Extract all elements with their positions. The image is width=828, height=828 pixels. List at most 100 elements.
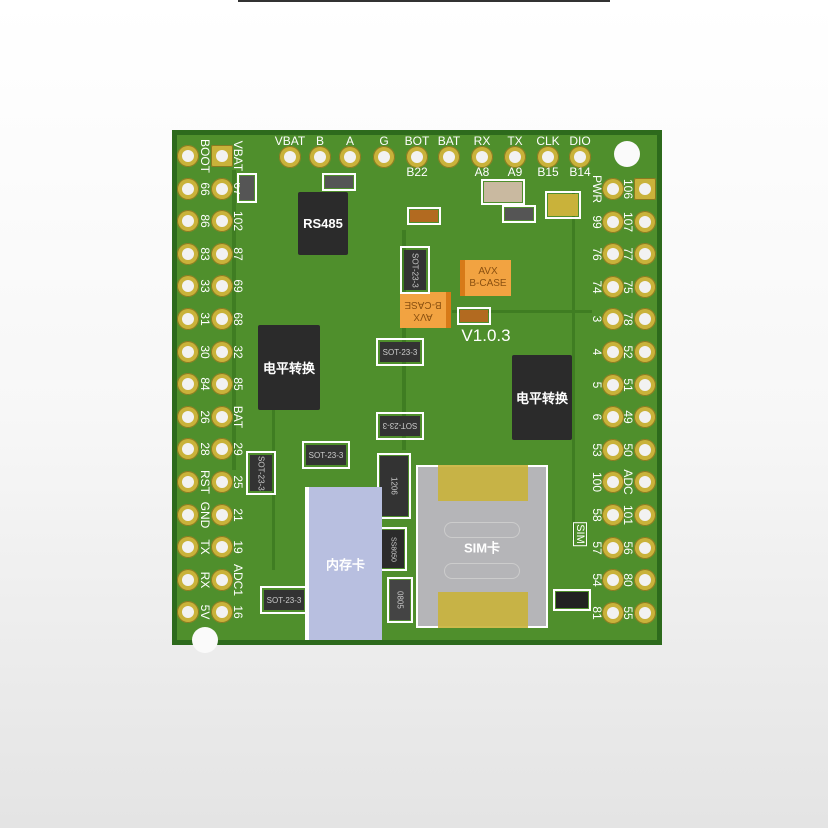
pin-pad [177,242,199,265]
pin-label: 33 [198,279,212,294]
pin-pad [211,405,233,428]
sot23-package: SOT-23-3 [376,338,424,366]
pin-pad [438,146,460,168]
sim-card-holder: SIM卡 [416,465,548,628]
pin-pad [211,177,233,200]
pin-pad [211,601,233,624]
pin-label: 31 [198,312,212,326]
pin-pad [634,275,656,298]
pin-pad [211,438,233,461]
pin-label: TX [507,134,523,148]
resistor-1206: 1206 [377,453,411,519]
pin-pad [634,373,656,396]
level-shifter-left-chip: 电平转换 [258,325,320,410]
pin-label: 85 [231,377,245,391]
pin-pad [177,210,199,233]
pin-label: 50 [621,443,635,457]
sot23-package: SOT-23-3 [400,246,430,294]
pin-pad [177,405,199,428]
pin-pad [177,503,199,526]
rs485-chip: RS485 [298,192,348,255]
pin-pad [211,308,233,330]
pin-label: BAT [231,405,245,429]
pin-pad [373,146,395,168]
pin-label: 78 [621,312,635,327]
pin-pad [406,146,428,168]
pin-pad [602,471,624,494]
pin-label: 53 [590,443,604,457]
pin-label: 29 [231,442,245,457]
pin-pad [602,308,624,331]
pin-label: 19 [231,540,245,554]
pin-sublabel: B15 [537,165,559,179]
pin-label: 51 [621,377,635,392]
resistor [237,173,257,203]
pin-label: VBAT [274,134,306,148]
pin-label: RST [198,470,212,494]
pin-label: 58 [590,508,604,522]
pin-pad [602,601,624,624]
pin-pad [177,373,199,396]
pin-label: RX [473,134,491,148]
pin-pad [602,373,624,396]
pin-sublabel: A8 [474,165,490,179]
pin-label: BOOT [198,138,212,174]
pin-pad [211,536,233,559]
pin-sublabel: B22 [406,165,428,179]
pin-pad [211,275,233,298]
cap-label: B-CASE [469,278,507,289]
pin-label: 55 [621,606,635,620]
pin-pad [602,406,624,429]
pin-pad [602,341,624,363]
pin-label: PWR [590,175,604,203]
pin-label: 101 [621,504,635,526]
pin-label: 25 [231,475,245,489]
cap-label: B-CASE [404,299,442,310]
pin-pad [634,569,656,592]
sot23-package: SOT-23-3 [376,412,424,440]
resistor [322,173,356,191]
sim-card-label: SIM卡 [463,540,501,555]
pin-label: 16 [231,605,245,620]
pin-label: 5V [198,605,212,620]
top-divider-line [238,0,610,2]
level-shifter-left-label: 电平转换 [262,361,315,376]
pin-label: 57 [590,540,604,555]
pin-pad [177,177,199,200]
pin-pad [602,210,624,233]
capacitor [407,207,441,225]
mounting-hole [614,141,640,167]
pin-label: 81 [590,606,604,620]
pin-label: DIO [569,134,591,148]
pin-pad [177,601,199,624]
diode: SS8050 [379,527,407,571]
pin-pad [634,504,656,526]
pin-pad [177,471,199,493]
pin-label: 77 [621,247,635,261]
pin-pad [339,146,361,168]
pin-label: VBAT [231,140,245,172]
resistor-0805: 0805 [387,577,413,623]
pin-pad [634,406,656,429]
pin-label: BOT [404,134,430,148]
crystal [481,179,525,205]
pin-sublabel: A9 [507,165,523,179]
pin-pad [211,242,233,265]
pin-label: 76 [590,247,604,261]
memory-card-holder: 内存卡 [305,487,382,640]
pin-pad [602,504,624,526]
pin-pad [569,146,591,168]
pin-label: B [315,134,325,148]
pin-label: GND [198,501,212,528]
pin-label: 32 [231,344,245,359]
pin-pad [211,471,233,493]
pin-label: 100 [590,472,604,493]
pin-label: 21 [231,507,245,522]
pin-label: 6 [590,413,604,421]
pin-pad [211,145,233,167]
pin-pad [634,178,656,200]
sot23-package: SOT-23-3 [260,586,308,614]
pin-label: 49 [621,410,635,424]
